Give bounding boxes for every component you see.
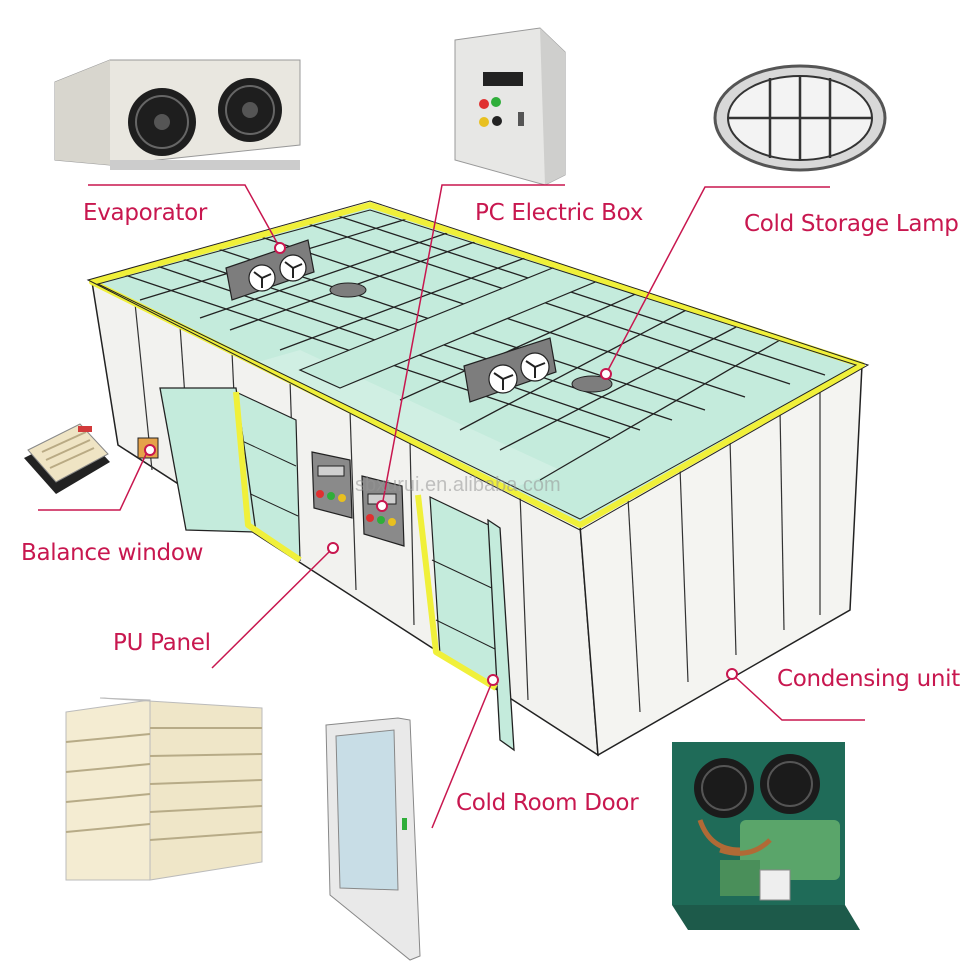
frame-outline [86,200,870,531]
right-door-grid [431,559,498,651]
pc-electric-box-leader [381,184,565,507]
pu-panel-dot [327,542,339,554]
cold-room-door-dot [487,674,499,686]
cold-storage-lamp-photo [713,64,887,172]
cold-room-door-photo [325,717,421,961]
roof-lamp-1 [329,282,367,298]
label-pu-panel: PU Panel [113,630,211,656]
condensing-unit-photo [672,742,860,930]
cold-room [86,200,870,757]
pu-panel-leader [211,547,334,669]
evaporator-dot [274,242,286,254]
leader-lines [38,184,865,829]
label-balance-window: Balance window [21,540,204,566]
evaporator-photo [54,59,301,170]
balance-window-dot [144,444,156,456]
condensing-unit-dot [726,668,738,680]
leader-dots [144,242,738,686]
roof-evaporator-1 [225,239,315,301]
condensing-unit-leader [731,673,865,721]
label-cold-room-door: Cold Room Door [456,790,639,816]
watermark: sbxurui.en.alibaba.com [355,474,561,496]
evaporator-leader [88,184,281,249]
pc-electric-box-photo [454,27,566,186]
roof-evaporator-2 [463,337,557,403]
roof-lamp-2 [571,375,613,393]
cold-room-door-leader [431,681,493,829]
label-condensing-unit: Condensing unit [777,666,960,692]
label-cold-storage-lamp: Cold Storage Lamp [744,211,959,237]
right-panel-seams [627,390,821,713]
pu-panel-photo [65,697,263,881]
label-pc-electric-box: PC Electric Box [475,200,644,226]
balance-window-leader [38,449,149,511]
balance-window-photo [24,423,110,494]
wall-electric-box-1 [311,451,353,519]
yellow-frame [89,202,865,691]
right-door-leaf [487,518,515,752]
cold-storage-lamp-leader [605,186,830,375]
pc-electric-box-dot [376,500,388,512]
label-evaporator: Evaporator [83,200,208,226]
cold-storage-lamp-dot [600,368,612,380]
